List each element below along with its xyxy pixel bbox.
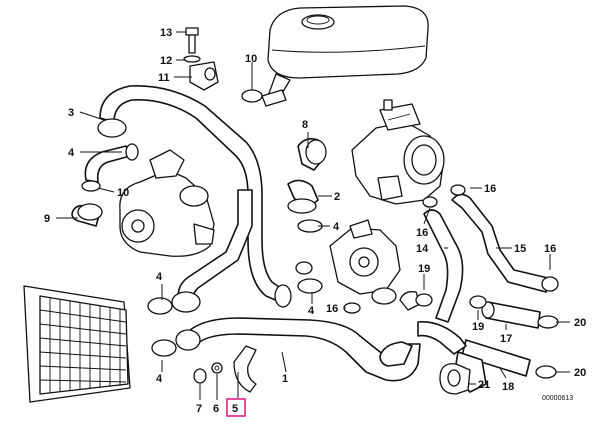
right-hoses xyxy=(422,184,559,323)
label-6: 6 xyxy=(213,403,219,415)
label-20-upper: 20 xyxy=(574,317,586,329)
label-1: 1 xyxy=(282,373,288,385)
label-19-upper: 19 xyxy=(418,263,430,275)
label-19-lower: 19 xyxy=(472,321,484,333)
pump-hose-9 xyxy=(71,203,103,227)
label-7: 7 xyxy=(196,403,202,415)
center-valve xyxy=(329,219,421,314)
label-8: 8 xyxy=(302,119,308,131)
label-16-far-right: 16 xyxy=(544,243,556,255)
expansion-tank xyxy=(261,5,429,107)
label-10-top: 10 xyxy=(245,53,257,65)
label-5: 5 xyxy=(232,403,238,415)
label-16-center: 16 xyxy=(326,303,338,315)
label-17: 17 xyxy=(500,333,512,345)
upper-hose xyxy=(97,85,292,308)
small-parts-bottom xyxy=(193,345,257,393)
left-small-hose xyxy=(81,143,139,192)
label-12: 12 xyxy=(160,55,172,67)
label-4-radiator-bottom: 4 xyxy=(156,373,163,385)
label-4-radiator-top: 4 xyxy=(156,271,163,283)
label-11: 11 xyxy=(158,72,170,84)
leader-lines xyxy=(56,31,570,400)
water-pump xyxy=(119,149,215,257)
label-14: 14 xyxy=(416,243,429,255)
label-4-center: 4 xyxy=(333,221,340,233)
label-2: 2 xyxy=(334,191,340,203)
thermostat-housing xyxy=(351,99,445,205)
label-16-right: 16 xyxy=(484,183,496,195)
diagram-code: 00000613 xyxy=(542,395,573,402)
clamp-8 xyxy=(297,138,327,171)
bracket-21 xyxy=(439,363,471,395)
label-13: 13 xyxy=(160,27,172,39)
lower-hose-1 xyxy=(171,189,253,313)
label-4-lower: 4 xyxy=(308,305,315,317)
highlight-box-part-5 xyxy=(226,398,246,417)
label-21: 21 xyxy=(478,379,490,391)
label-9: 9 xyxy=(44,213,50,225)
bottom-hose xyxy=(175,317,421,382)
label-4-left: 4 xyxy=(68,147,75,159)
callout-labels: 13 12 11 10 3 4 8 10 2 9 4 4 4 16 4 1 7 … xyxy=(44,27,586,415)
label-16-valve: 16 xyxy=(416,227,428,239)
label-20-lower: 20 xyxy=(574,367,586,379)
bolt-assembly xyxy=(183,27,263,103)
label-3: 3 xyxy=(68,107,74,119)
label-15: 15 xyxy=(514,243,526,255)
label-18: 18 xyxy=(502,381,514,393)
radiator xyxy=(23,285,177,403)
pipes-17-18 xyxy=(415,293,559,393)
center-clamps xyxy=(287,179,323,294)
label-10-left: 10 xyxy=(117,187,129,199)
